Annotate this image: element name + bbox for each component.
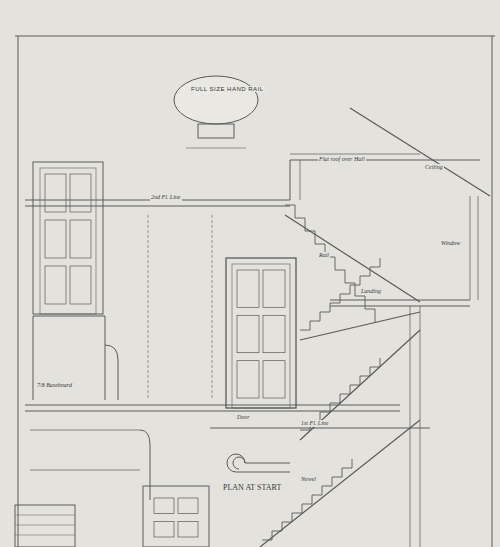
door-leaf [40, 168, 96, 314]
note-label: Newel [300, 476, 317, 483]
door-panel [263, 361, 285, 398]
dimension-line [148, 215, 212, 400]
ceiling-line [290, 154, 420, 200]
door [226, 258, 296, 408]
note-label: Door [236, 414, 251, 421]
note-label: Landing [360, 288, 382, 295]
handrail-base [198, 124, 234, 138]
title-block [15, 515, 75, 535]
roof-slope [350, 108, 490, 196]
sheet-border [18, 36, 19, 547]
drawing-title: FULL SIZE HAND RAIL [190, 86, 265, 92]
door-panel [70, 174, 91, 212]
door-panel [263, 270, 285, 307]
door-panel [154, 498, 174, 514]
sheet-border [15, 36, 495, 37]
stair-steps [300, 358, 380, 430]
door [143, 486, 209, 547]
door-panel [263, 315, 285, 352]
note-label: 7/8 Baseboard [36, 382, 73, 389]
stair-steps [262, 459, 352, 540]
door-panel [70, 220, 91, 258]
view-label: PLAN AT START [222, 484, 282, 493]
sheet-border [492, 36, 493, 547]
note-label: Flat roof over Hall [318, 156, 366, 163]
floor-line [25, 160, 480, 206]
spiral-plan [227, 454, 290, 472]
landing [330, 300, 470, 306]
note-label: 2nd Fl. Line [150, 194, 182, 201]
note-label: Window [440, 240, 461, 247]
door-panel [237, 315, 259, 352]
door-panel [178, 498, 198, 514]
door-panel [45, 266, 66, 304]
hand-rail [260, 420, 420, 547]
door-leaf [232, 264, 290, 408]
note-label: Ceiling [424, 164, 444, 171]
door-panel [154, 522, 174, 538]
newel-curve [105, 345, 118, 400]
door-panel [45, 174, 66, 212]
door [33, 162, 103, 314]
title-block [15, 505, 75, 547]
newel-curve [140, 430, 150, 500]
door-panel [178, 522, 198, 538]
door-panel [237, 361, 259, 398]
door-panel [237, 270, 259, 307]
note-label: Rail [318, 252, 330, 259]
hand-rail [300, 330, 420, 440]
wainscot [30, 430, 140, 470]
note-label: 1st Fl. Line [300, 420, 330, 427]
window-frame [470, 196, 478, 300]
wainscot [33, 316, 105, 400]
hand-rail [300, 312, 420, 340]
handrail-section [174, 76, 258, 124]
dimension-line [186, 148, 246, 149]
door-panel [70, 266, 91, 304]
door-panel [45, 220, 66, 258]
